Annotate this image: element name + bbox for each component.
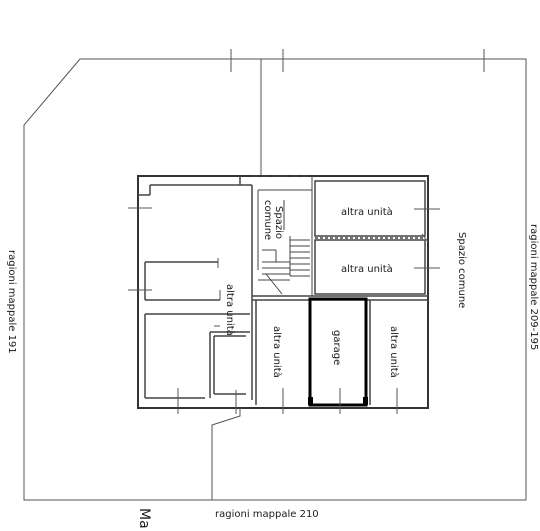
right-neighbor-label: ragioni mappale 209-195 xyxy=(528,224,539,350)
unit-top-label: altra unità xyxy=(341,206,393,218)
garage-label: garage xyxy=(331,330,342,365)
right-top-walls xyxy=(252,180,428,301)
common-space-outer-label: Spazio comune xyxy=(456,232,467,308)
stair-area xyxy=(252,175,313,296)
garage-outline xyxy=(308,297,368,407)
bottom-cut-label: Ma xyxy=(136,508,152,529)
common-space-stair-label: Spaziocomune xyxy=(262,200,284,240)
bottom-neighbor-label: ragioni mappale 210 xyxy=(215,509,319,520)
boundary-notch xyxy=(211,408,241,500)
bottom-units-walls xyxy=(255,300,371,405)
right-top-ticks xyxy=(414,208,440,269)
garage-post-right xyxy=(363,397,368,405)
unit-bottom-right-label: altra unità xyxy=(388,326,400,378)
left-block-walls xyxy=(138,176,253,400)
unit-left-vertical-label: altra unità xyxy=(224,284,236,336)
left-neighbor-label: ragioni mappale 191 xyxy=(6,250,17,354)
left-block-ticks xyxy=(128,207,237,414)
boundary-ticks xyxy=(230,49,485,72)
property-boundary xyxy=(23,58,527,501)
garage-post-left xyxy=(308,397,313,405)
unit-middle-label: altra unità xyxy=(341,263,393,275)
bottom-units-ticks xyxy=(282,388,398,414)
unit-bottom-left-label: altra unità xyxy=(271,326,283,378)
